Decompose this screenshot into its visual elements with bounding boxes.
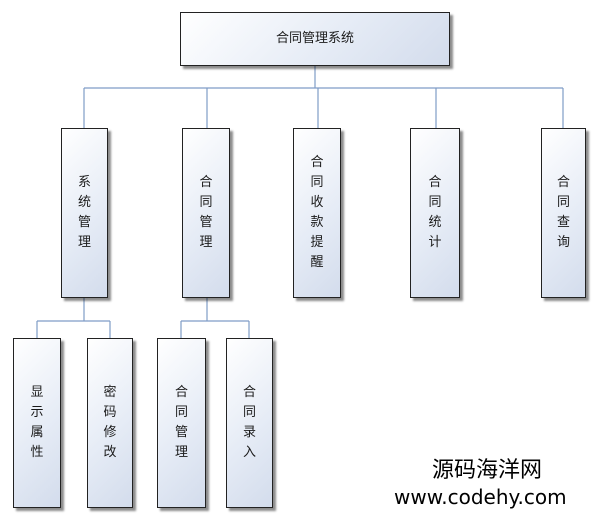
watermark-title: 源码海洋网 (432, 458, 543, 483)
root-label: 合同管理系统 (275, 31, 354, 46)
submodule-label: 密码修改 (103, 385, 117, 460)
submodule-password-change: 密码修改 (87, 338, 133, 508)
module-label: 合同收款提醒 (310, 155, 324, 270)
submodule-display-properties: 显示属性 (13, 338, 61, 508)
module-label: 系统管理 (77, 175, 91, 250)
module-contract-management: 合同管理 (182, 128, 230, 298)
submodule-label: 显示属性 (30, 385, 44, 460)
module-contract-statistics: 合同统计 (410, 128, 460, 298)
module-payment-reminder: 合同收款提醒 (293, 128, 341, 298)
submodule-contract-management: 合同管理 (157, 338, 206, 508)
module-contract-query: 合同查询 (541, 128, 586, 298)
submodule-label: 合同管理 (174, 385, 188, 460)
root-node: 合同管理系统 (180, 12, 450, 66)
module-system-management: 系统管理 (61, 128, 108, 298)
module-label: 合同查询 (556, 175, 570, 250)
watermark-url: www.codehy.com (394, 485, 567, 509)
submodule-contract-entry: 合同录入 (226, 338, 273, 508)
submodule-label: 合同录入 (242, 385, 256, 460)
module-label: 合同管理 (199, 175, 213, 250)
module-label: 合同统计 (428, 175, 442, 250)
